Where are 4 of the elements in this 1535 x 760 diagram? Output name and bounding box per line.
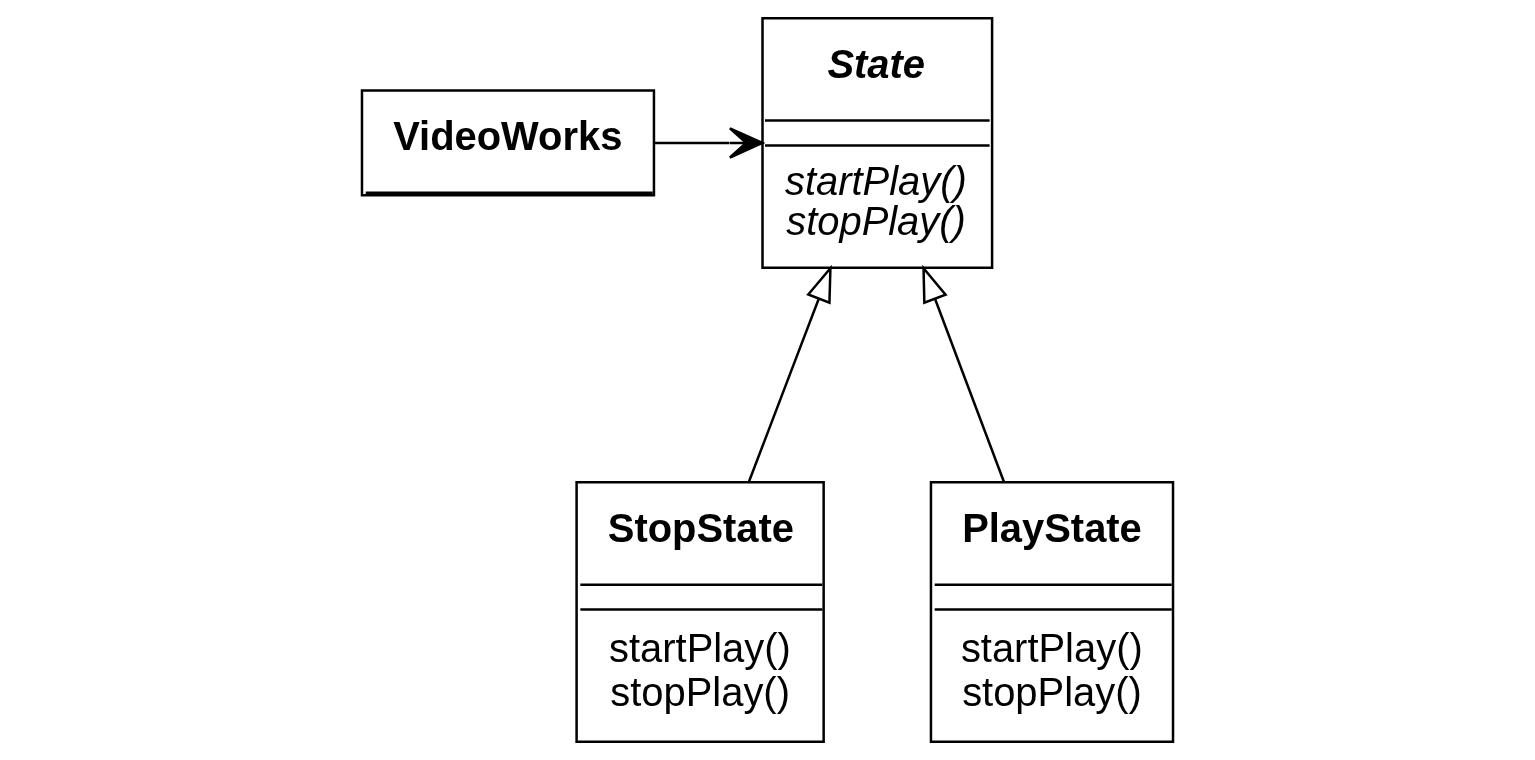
arrow (922, 264, 1005, 482)
arrow (747, 264, 832, 482)
node-box: State startPlay() stopPlay() (761, 16, 994, 269)
arrow (654, 127, 764, 159)
